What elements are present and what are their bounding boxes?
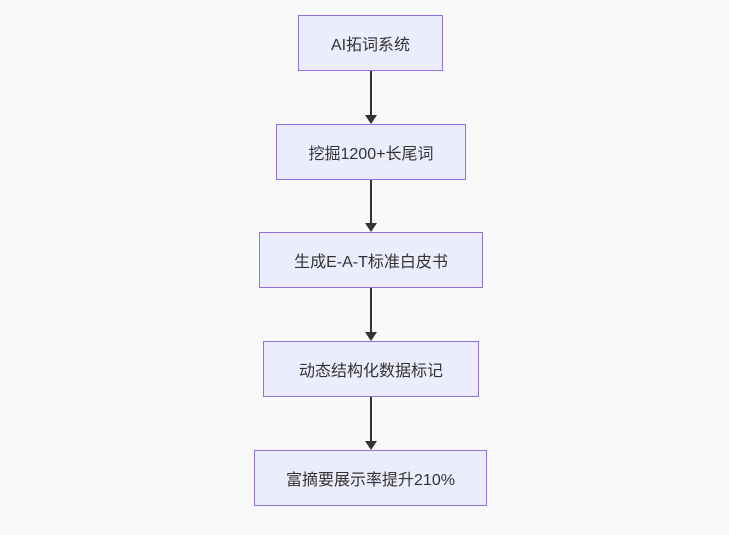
flow-node-eat-whitepaper: 生成E-A-T标准白皮书 bbox=[259, 232, 483, 288]
flow-node-label: AI拓词系统 bbox=[330, 37, 411, 54]
flow-node-label: 富摘要展示率提升210% bbox=[286, 472, 455, 489]
flow-node-label: 生成E-A-T标准白皮书 bbox=[294, 254, 448, 271]
arrow-line bbox=[370, 71, 372, 115]
flow-node-label: 动态结构化数据标记 bbox=[298, 363, 443, 380]
flow-arrow-1 bbox=[364, 71, 378, 124]
flow-node-ai-word-expansion: AI拓词系统 bbox=[298, 15, 443, 71]
arrow-head-icon bbox=[365, 441, 377, 450]
flow-node-rich-snippet-result: 富摘要展示率提升210% bbox=[254, 450, 487, 506]
flow-node-structured-data: 动态结构化数据标记 bbox=[263, 341, 479, 397]
flow-arrow-4 bbox=[364, 397, 378, 450]
flow-arrow-2 bbox=[364, 180, 378, 232]
arrow-head-icon bbox=[365, 223, 377, 232]
arrow-line bbox=[370, 288, 372, 332]
arrow-line bbox=[370, 180, 372, 223]
arrow-head-icon bbox=[365, 115, 377, 124]
flow-arrow-3 bbox=[364, 288, 378, 341]
flow-node-longtail-mining: 挖掘1200+长尾词 bbox=[276, 124, 466, 180]
arrow-line bbox=[370, 397, 372, 441]
arrow-head-icon bbox=[365, 332, 377, 341]
flow-node-label: 挖掘1200+长尾词 bbox=[308, 146, 434, 163]
